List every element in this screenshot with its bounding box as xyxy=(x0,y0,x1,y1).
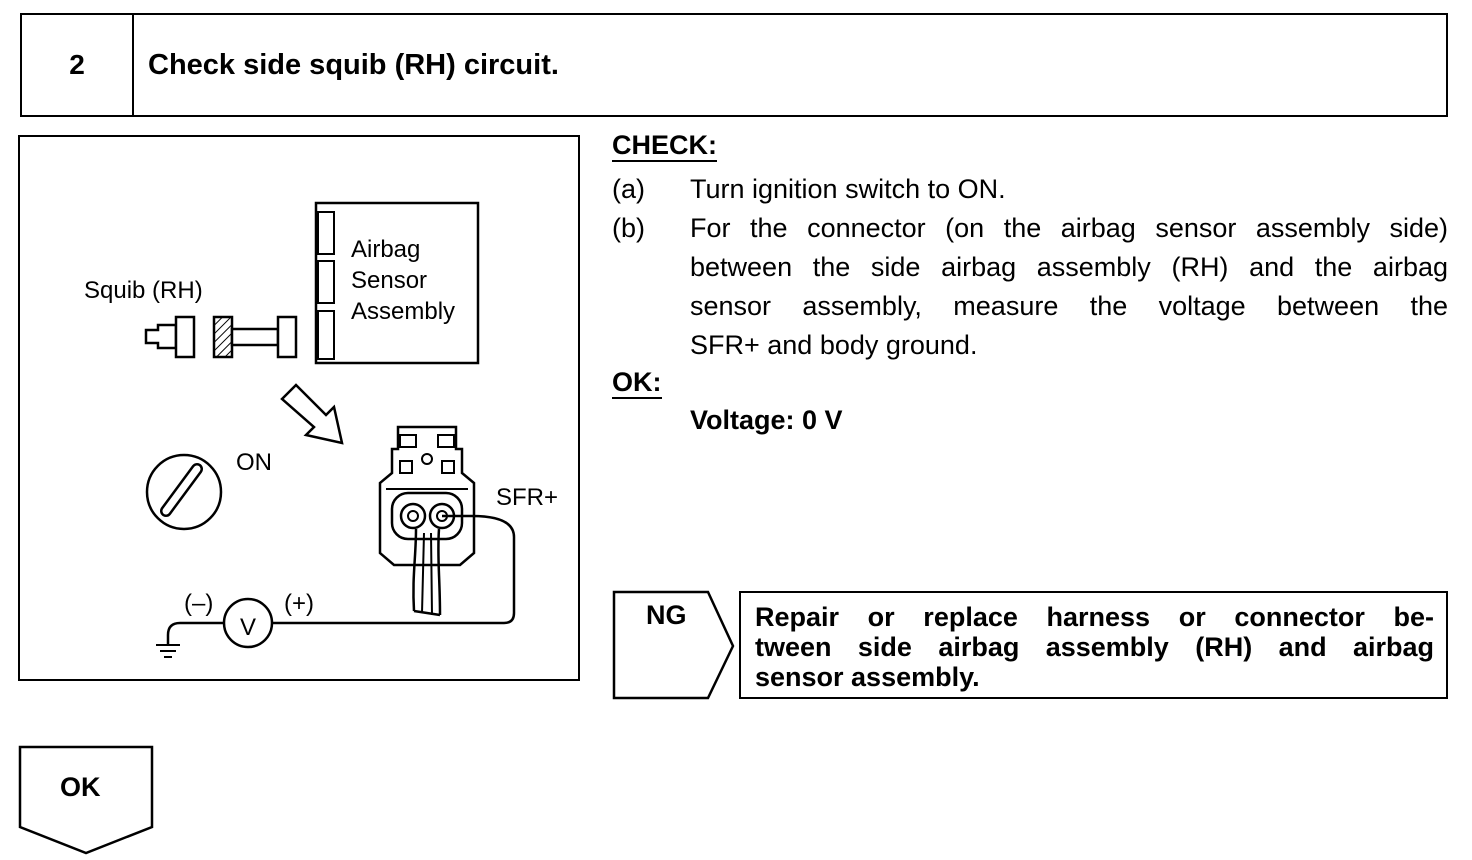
ignition-switch-icon: ON xyxy=(145,449,272,531)
check-heading: CHECK: xyxy=(612,130,717,162)
test-wiring xyxy=(166,514,516,645)
connector-icon: SFR+ xyxy=(378,425,558,617)
terminal-label: SFR+ xyxy=(496,484,558,511)
ok-next-label: OK xyxy=(60,772,101,802)
squib-label: Squib (RH) xyxy=(84,277,203,304)
ok-next-arrow-icon xyxy=(18,745,154,855)
circuit-diagram: Airbag Sensor Assembly Squib (RH) ON xyxy=(84,201,558,658)
sensor-label-line2: Sensor xyxy=(351,267,427,294)
circuit-figure: Airbag Sensor Assembly Squib (RH) ON xyxy=(18,135,580,681)
check-item-b-mark: (b) xyxy=(612,213,645,243)
check-item-a-mark: (a) xyxy=(612,174,645,204)
ok-heading: OK: xyxy=(612,367,662,399)
ng-repair-instruction: Repair or replace harness or connector b… xyxy=(739,591,1448,699)
airbag-sensor-assembly: Airbag Sensor Assembly xyxy=(314,201,480,365)
check-item-b-text: For the connector (on the airbag sensor … xyxy=(690,213,1448,360)
check-item-a-text: Turn ignition switch to ON. xyxy=(690,174,1006,204)
step-title: Check side squib (RH) circuit. xyxy=(148,48,559,81)
sensor-label-line3: Assembly xyxy=(351,298,455,325)
voltmeter-icon: V (–) (+) xyxy=(184,590,314,649)
plus-label: (+) xyxy=(284,590,314,617)
on-label: ON xyxy=(236,449,272,476)
squib-connector: Squib (RH) xyxy=(84,277,298,359)
meter-label: V xyxy=(240,614,256,641)
arrow-icon xyxy=(280,383,344,445)
sensor-label-line1: Airbag xyxy=(351,236,420,263)
ng-label: NG xyxy=(646,600,687,630)
ground-icon xyxy=(156,644,180,658)
step-header: 2 Check side squib (RH) circuit. xyxy=(20,13,1448,117)
ok-value: Voltage: 0 V xyxy=(690,405,843,435)
step-number: 2 xyxy=(22,15,134,115)
ng-arrow-icon xyxy=(612,590,735,700)
minus-label: (–) xyxy=(184,590,213,617)
